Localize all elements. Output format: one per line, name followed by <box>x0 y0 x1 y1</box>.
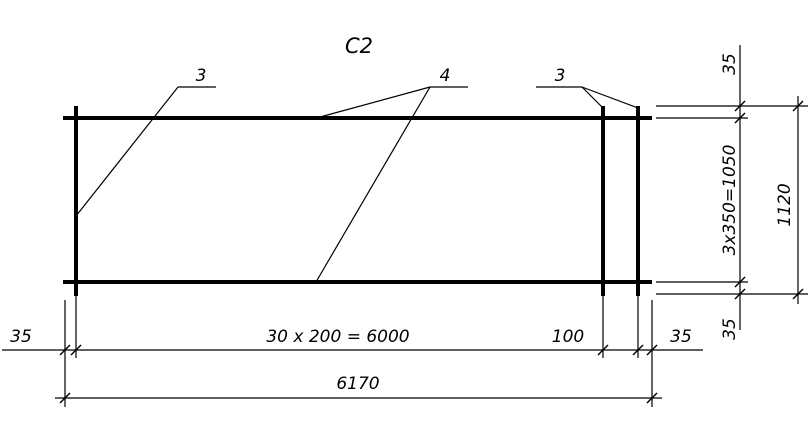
callout-left-bar-label: 3 <box>196 66 207 86</box>
dim-right-overhang: 35 <box>670 327 692 347</box>
overall-length-dimension: 6170 <box>55 374 662 404</box>
callout-mesh-label: 4 <box>440 66 451 86</box>
overall-height-dimension: 1120 <box>748 96 808 304</box>
vertical-dimension-chain: 35 3x350=1050 35 <box>656 45 748 340</box>
dim-top-overhang: 35 <box>720 53 740 75</box>
dim-bottom-span: 30 x 200 = 6000 <box>266 327 409 347</box>
callout-left-bar: 3 <box>75 66 216 217</box>
dim-vertical-span: 3x350=1050 <box>720 145 740 256</box>
callout-right-bars: 3 <box>536 66 639 109</box>
horizontal-dimension-chain: 35 30 x 200 = 6000 100 35 <box>2 296 703 407</box>
callout-mesh: 4 <box>315 66 468 283</box>
dim-last-bay: 100 <box>552 327 584 347</box>
dim-left-overhang: 35 <box>10 327 32 347</box>
callout-right-bars-label: 3 <box>555 66 566 86</box>
drawing-title: C2 <box>345 34 373 58</box>
dim-overall-length: 6170 <box>336 374 379 394</box>
dim-bottom-overhang: 35 <box>720 318 740 340</box>
dim-overall-height: 1120 <box>775 183 795 226</box>
